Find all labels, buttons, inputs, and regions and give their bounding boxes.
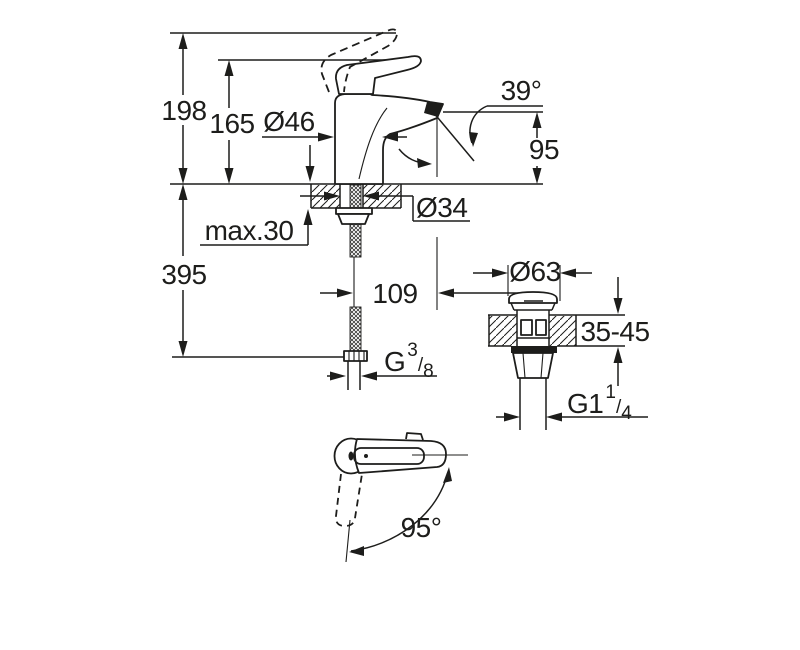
waste-gasket: [511, 346, 557, 353]
thread-base: G1: [567, 388, 603, 419]
waste-assembly-view: [488, 291, 625, 430]
dim-198-label: 198: [161, 95, 206, 126]
dim-deck-thickness-label: 35-45: [580, 316, 649, 347]
arrowhead: [337, 288, 353, 298]
arrowhead: [361, 371, 377, 381]
arrowhead: [324, 191, 340, 201]
lever-handle: [335, 55, 422, 95]
arrowhead: [469, 132, 478, 147]
dim-395-label: 395: [161, 259, 206, 290]
dim-165-label: 165: [209, 108, 254, 139]
mounting-hardware: [335, 184, 373, 390]
arrowhead: [492, 268, 508, 278]
body-contour-line: [358, 107, 388, 180]
arrowhead: [318, 132, 334, 142]
handle-top-view: [354, 438, 447, 474]
waste-cap: [508, 291, 558, 304]
drain-hatch-right: [549, 316, 576, 346]
arrowhead: [560, 268, 576, 278]
dim-spout-height: 95: [443, 111, 560, 184]
dim-max-counter-thickness: max.30: [200, 145, 315, 246]
arrowhead: [349, 546, 364, 556]
dim-hole-diameter: Ø34: [300, 191, 470, 223]
dim-cap-diameter-label: Ø63: [509, 256, 560, 287]
dim-base-diameter-label: Ø46: [263, 106, 314, 137]
swivel-angle-label: 95°: [401, 512, 442, 543]
dim-height-total: 198: [161, 33, 207, 184]
waste-window: [535, 319, 547, 336]
arrowhead: [178, 341, 188, 357]
lever-handle-raised-dashed: [320, 28, 398, 93]
arrowhead: [305, 166, 315, 182]
waste-body: [516, 315, 550, 346]
thread-base: G: [384, 346, 405, 377]
thread-sup: 1: [605, 382, 616, 403]
thread-slash: /: [418, 355, 424, 376]
hose-collar: [343, 350, 368, 362]
mounting-nut: [337, 213, 370, 225]
dim-deck-thickness: 35-45: [580, 277, 650, 386]
handle-dot-small: [364, 454, 368, 458]
arrowhead: [546, 412, 562, 422]
dim-hole-diameter-label: Ø34: [416, 192, 467, 223]
thread-sup: 3: [407, 340, 418, 361]
arrowhead: [613, 298, 623, 314]
arrowhead: [417, 158, 432, 168]
dim-stream-angle: 39°: [398, 75, 543, 168]
arrowhead: [438, 288, 454, 298]
arrowhead: [504, 412, 520, 422]
drain-hatch-left: [489, 316, 517, 346]
waste-window: [520, 319, 533, 336]
arrowhead: [363, 191, 379, 201]
supply-hose-lower: [349, 306, 362, 352]
thread-sub: 8: [423, 361, 434, 382]
dim-stream-angle-label: 39°: [501, 75, 542, 106]
arrowhead: [178, 184, 188, 200]
arrowhead: [224, 60, 234, 76]
rotated-centerline: [345, 519, 351, 563]
stream-direction-line: [432, 111, 475, 162]
dim-spout-reach: 109: [320, 117, 538, 310]
thread-sub: 4: [621, 403, 632, 424]
arrowhead: [532, 168, 542, 184]
faucet-top-view: 95°: [333, 432, 468, 563]
aerator: [424, 102, 443, 117]
arrowhead: [443, 467, 452, 483]
supply-pipe-end: [347, 361, 361, 390]
faucet-side-view: [320, 28, 444, 185]
arrowhead: [532, 112, 542, 128]
dim-spout-reach-label: 109: [372, 278, 417, 309]
arrowhead: [178, 168, 188, 184]
handle-dot: [348, 451, 354, 461]
dim-waste-cap-diameter: Ø63: [473, 256, 592, 301]
handle-notch: [405, 432, 424, 441]
arrowhead: [613, 347, 623, 363]
dim-height-to-lever: 165: [209, 60, 255, 184]
arrowhead: [330, 371, 346, 381]
arrowhead: [224, 168, 234, 184]
dim-base-diameter: Ø46: [262, 106, 407, 142]
arrowhead: [178, 33, 188, 49]
dim-max-counter-label: max.30: [205, 215, 294, 246]
thread-slash: /: [616, 397, 622, 418]
supply-hose-upper: [349, 223, 362, 258]
waste-nut: [512, 352, 554, 379]
arrowhead: [303, 209, 313, 225]
handle-inner-contour: [353, 447, 425, 465]
arrowhead: [382, 132, 398, 142]
dim-spout-height-label: 95: [529, 134, 559, 165]
dim-length-below: 395: [161, 184, 207, 357]
waste-pipe: [519, 378, 547, 430]
